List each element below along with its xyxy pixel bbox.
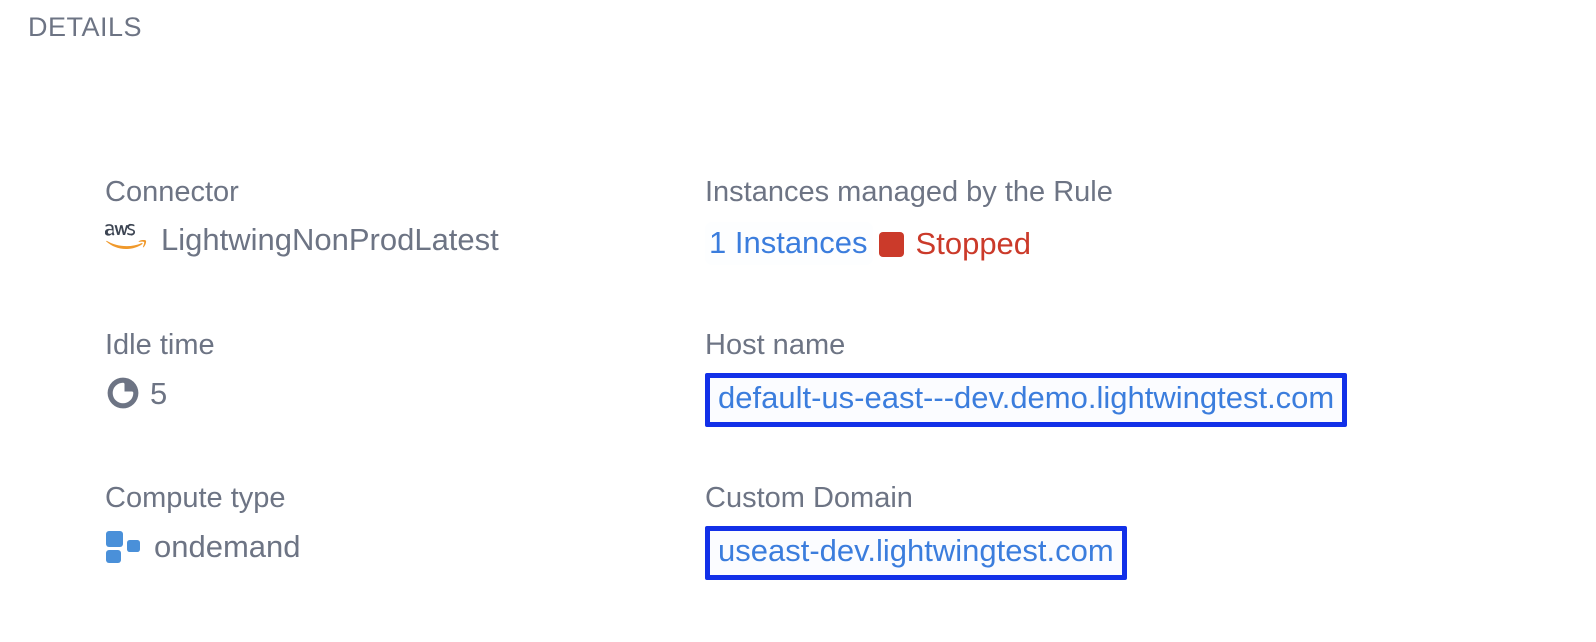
host-name-value-row: default-us-east---dev.demo.lightwingtest… xyxy=(705,373,1348,427)
page-title: DETAILS xyxy=(28,12,143,42)
field-custom-domain: Custom Domain useast-dev.lightwingtest.c… xyxy=(705,482,1127,580)
compute-squares-icon xyxy=(105,528,145,564)
stopped-square-icon xyxy=(878,232,904,258)
details-grid: Connector LightwingNon xyxy=(105,176,1575,635)
instances-value-row: 1 Instances Stopped xyxy=(705,222,1113,265)
idle-time-label: Idle time xyxy=(105,329,215,361)
idle-time-value-row: 5 xyxy=(105,375,215,411)
detail-row: Idle time 5 Host name default-us-east---… xyxy=(105,329,1575,482)
field-connector: Connector LightwingNon xyxy=(105,176,499,258)
compute-type-value: ondemand xyxy=(154,528,301,564)
instances-count-link[interactable]: 1 Instances xyxy=(705,222,873,265)
clock-pie-icon xyxy=(105,375,141,411)
compute-type-label: Compute type xyxy=(105,482,286,514)
custom-domain-highlight-box[interactable]: useast-dev.lightwingtest.com xyxy=(705,526,1127,580)
field-compute-type: Compute type ondemand xyxy=(105,482,301,564)
host-name-label: Host name xyxy=(705,329,846,361)
connector-value-row: LightwingNonProdLatest xyxy=(105,222,499,258)
field-instances: Instances managed by the Rule 1 Instance… xyxy=(705,176,1113,265)
connector-label: Connector xyxy=(105,176,239,208)
custom-domain-label: Custom Domain xyxy=(705,482,913,514)
aws-logo-icon xyxy=(105,222,151,256)
compute-type-value-row: ondemand xyxy=(105,528,301,564)
host-name-value[interactable]: default-us-east---dev.demo.lightwingtest… xyxy=(718,380,1335,416)
status-badge: Stopped xyxy=(915,225,1032,261)
instances-label: Instances managed by the Rule xyxy=(705,176,1113,208)
connector-value: LightwingNonProdLatest xyxy=(161,222,499,258)
idle-time-value: 5 xyxy=(150,375,168,411)
custom-domain-value[interactable]: useast-dev.lightwingtest.com xyxy=(718,533,1114,569)
field-host-name: Host name default-us-east---dev.demo.lig… xyxy=(705,329,1348,427)
detail-row: Compute type ondemand Custom Domain xyxy=(105,482,1575,635)
custom-domain-value-row: useast-dev.lightwingtest.com xyxy=(705,526,1127,580)
host-name-highlight-box[interactable]: default-us-east---dev.demo.lightwingtest… xyxy=(705,373,1348,427)
field-idle-time: Idle time 5 xyxy=(105,329,215,411)
detail-row: Connector LightwingNon xyxy=(105,176,1575,329)
